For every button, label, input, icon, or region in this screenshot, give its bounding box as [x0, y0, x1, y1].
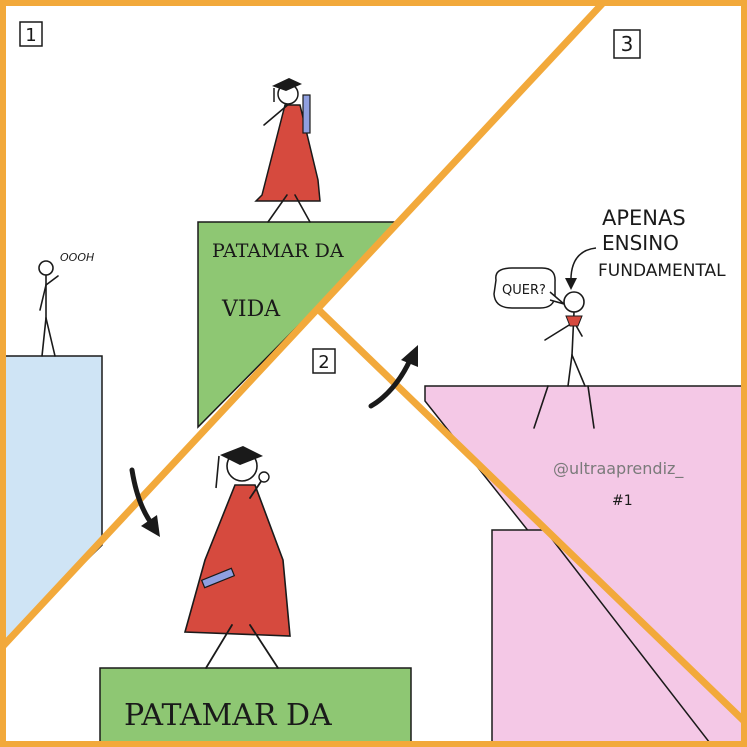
svg-text:2: 2 [318, 352, 329, 373]
diploma-icon-large [200, 567, 236, 589]
pink-block-bottom [491, 529, 714, 747]
arrow-down-head-icon [141, 515, 160, 537]
svg-text:1: 1 [25, 25, 36, 46]
arrow-up-head-icon [401, 345, 418, 367]
caption-line1: APENAS [602, 206, 686, 230]
observer-figure [38, 260, 59, 357]
graduate-top [254, 78, 321, 223]
panel-number-3: 3 [613, 29, 641, 59]
arrow-up-icon [368, 357, 413, 409]
graduate-bottom [183, 446, 291, 669]
caption-line2: ENSINO [602, 231, 679, 255]
green-block-bottom [99, 667, 412, 747]
ribbon-icon [565, 315, 583, 327]
mortarboard-cap-icon [272, 78, 302, 91]
speech-oooh: OOOH [60, 251, 94, 264]
panel-number-1: 1 [19, 21, 43, 47]
caption-line3: FUNDAMENTAL [598, 261, 726, 281]
speech-quer: QUER? [502, 283, 546, 298]
ensino-figure [533, 291, 595, 429]
speech-bubble-quer [493, 267, 565, 309]
mortarboard-cap-icon-large [220, 446, 263, 465]
platform-text-line2: VIDA [221, 297, 281, 322]
platform-text-bottom: PATAMAR DA [124, 698, 332, 733]
panel-dividers [0, 0, 747, 725]
svg-text:3: 3 [621, 32, 634, 56]
credit-handle: @ultraaprendiz_ [553, 459, 684, 479]
panel-number-2: 2 [312, 348, 336, 374]
issue-number: #1 [612, 493, 633, 509]
caption-pointer-head-icon [565, 278, 577, 290]
platform-text-line1: PATAMAR DA [212, 240, 344, 262]
diploma-icon [302, 94, 311, 134]
